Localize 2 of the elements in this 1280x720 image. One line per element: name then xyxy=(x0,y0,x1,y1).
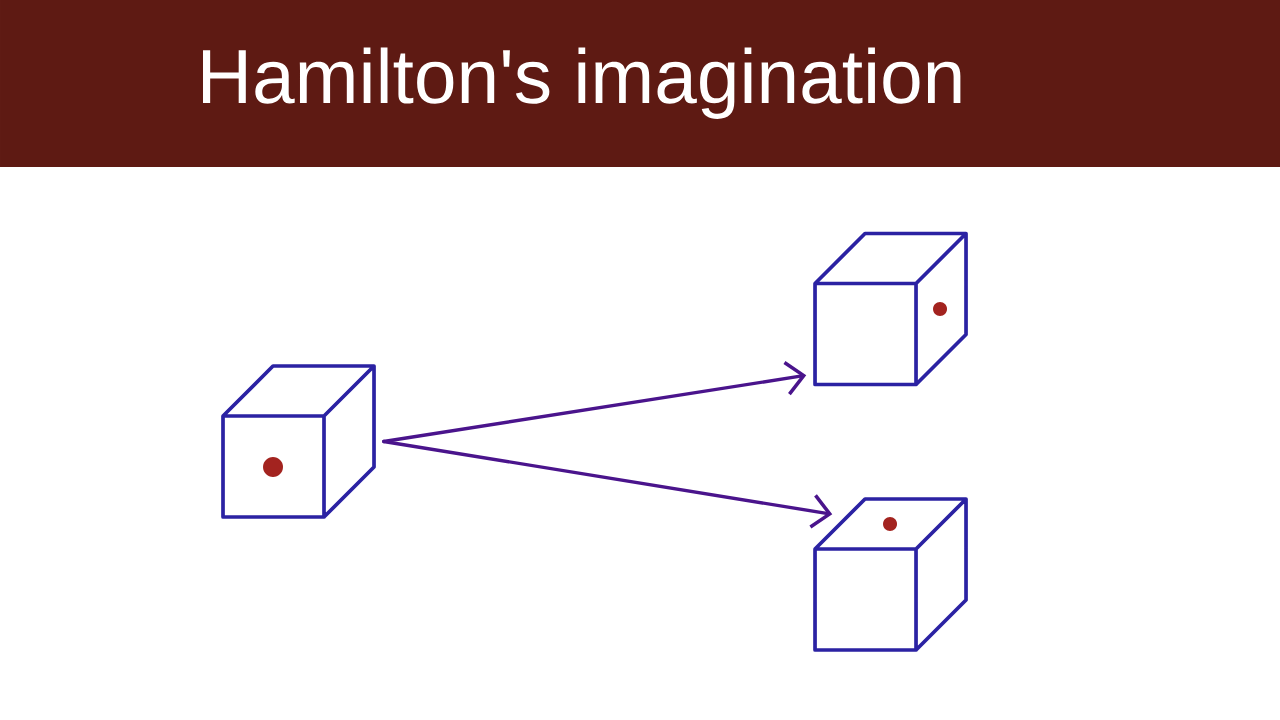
arrow xyxy=(382,439,833,529)
title: Hamilton's imagination xyxy=(203,47,961,119)
